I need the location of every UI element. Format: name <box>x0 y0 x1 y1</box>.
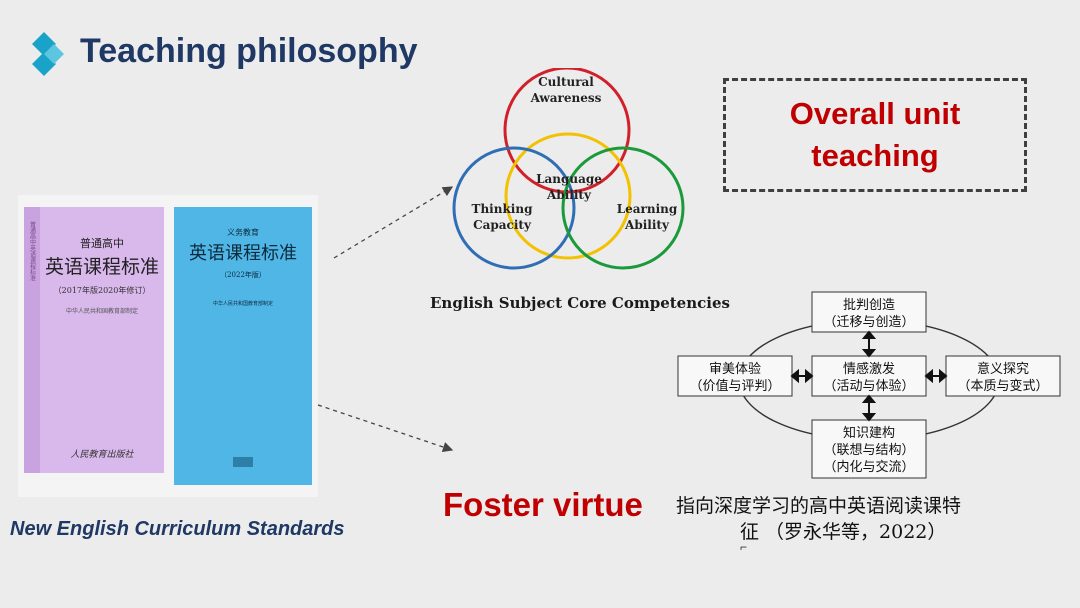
overall-line2: teaching <box>811 138 939 173</box>
book1-press: 人民教育出版社 <box>70 449 134 460</box>
book1-title: 英语课程标准 <box>45 256 159 278</box>
venn-circle-cultural <box>503 68 631 194</box>
overall-unit-teaching-box: Overall unit teaching <box>723 78 1027 192</box>
venn-label-cultural-1: Cultural <box>538 75 594 89</box>
cycle-top-line1: 批判创造 <box>843 298 895 313</box>
book2-edition: （2022年版） <box>220 270 266 279</box>
book2-top-label: 义务教育 <box>227 227 259 237</box>
slide-title: Teaching philosophy <box>80 32 418 70</box>
foster-virtue-text: Foster virtue <box>443 486 643 523</box>
cycle-box-top <box>811 291 927 333</box>
book2-press-logo <box>233 457 253 467</box>
cycle-top-line2: （迁移与创造） <box>823 315 914 330</box>
cycle-center-line2: （活动与体验） <box>823 378 914 394</box>
cycle-box-center <box>811 355 927 397</box>
book1-cover <box>24 207 164 473</box>
venn-label-learning-1: Learning <box>617 202 678 216</box>
cycle-center-line1: 情感激发 <box>843 361 895 377</box>
reading-reference-line2: 征 （罗永华等，2022） <box>740 520 947 543</box>
cycle-left-line2: （价值与评判） <box>689 378 780 394</box>
venn-label-learning-2: Ability <box>624 218 670 232</box>
cycle-right-line1: 意义探究 <box>977 361 1029 377</box>
book1-publisher-line: 中华人民共和国教育部制定 <box>66 307 138 315</box>
venn-circle-language <box>504 132 632 260</box>
deep-reading-cycle-diagram: 批判创造 （迁移与创造） 情感激发 （活动与体验） 审美体验 （价值与评判） 意… <box>677 291 1061 479</box>
cycle-bottom-line3: （内化与交流） <box>823 459 914 475</box>
cycle-right-line2: （本质与变式） <box>957 378 1048 394</box>
book1-edition: （2017年版2020年修订） <box>54 285 151 295</box>
venn-circle-thinking <box>452 146 576 270</box>
book1-spine <box>24 207 40 473</box>
venn-label-thinking-1: Thinking <box>472 202 534 216</box>
reading-reference-line1: 指向深度学习的高中英语阅读课特 <box>676 495 962 517</box>
text-cursor-icon: ⌐ <box>740 540 748 554</box>
cycle-bottom-line1: 知识建构 <box>843 425 895 441</box>
venn-caption: English Subject Core Competencies <box>430 294 730 312</box>
book1-top-label: 普通高中 <box>80 236 124 250</box>
book1-spine-text: 普通高中英语课程标准 <box>29 220 36 282</box>
reading-reference: 指向深度学习的高中英语阅读课特 征 （罗永华等，2022） <box>676 494 1076 545</box>
diamond-logo-icon <box>32 32 64 76</box>
book2-publisher-line: 中华人民共和国教育部制定 <box>213 300 273 307</box>
arrow-to-reading-diagram <box>317 404 454 453</box>
venn-label-thinking-2: Capacity <box>473 218 532 232</box>
venn-label-cultural-2: Awareness <box>530 91 602 105</box>
book2-cover <box>174 207 312 485</box>
book2-title: 英语课程标准 <box>189 243 297 264</box>
curriculum-caption: New English Curriculum Standards <box>10 518 345 540</box>
overall-unit-teaching-text: Overall unit teaching <box>745 93 1005 177</box>
venn-label-language-1: Language <box>536 172 602 186</box>
core-competencies-venn: Cultural Awareness Language Ability Thin… <box>452 68 685 270</box>
cycle-box-right <box>945 355 1061 397</box>
venn-label-language-2: Ability <box>546 188 592 202</box>
cycle-bottom-line2: （联想与结构） <box>823 442 914 458</box>
venn-circle-learning <box>561 146 685 270</box>
cycle-left-line1: 审美体验 <box>709 361 761 377</box>
overall-line1: Overall unit <box>789 96 961 132</box>
cycle-box-bottom <box>811 419 927 479</box>
arrow-to-competencies <box>333 186 454 259</box>
cycle-box-left <box>677 355 793 397</box>
curriculum-books-image: 普通高中英语课程标准 普通高中 英语课程标准 （2017年版2020年修订） 中… <box>18 195 318 497</box>
